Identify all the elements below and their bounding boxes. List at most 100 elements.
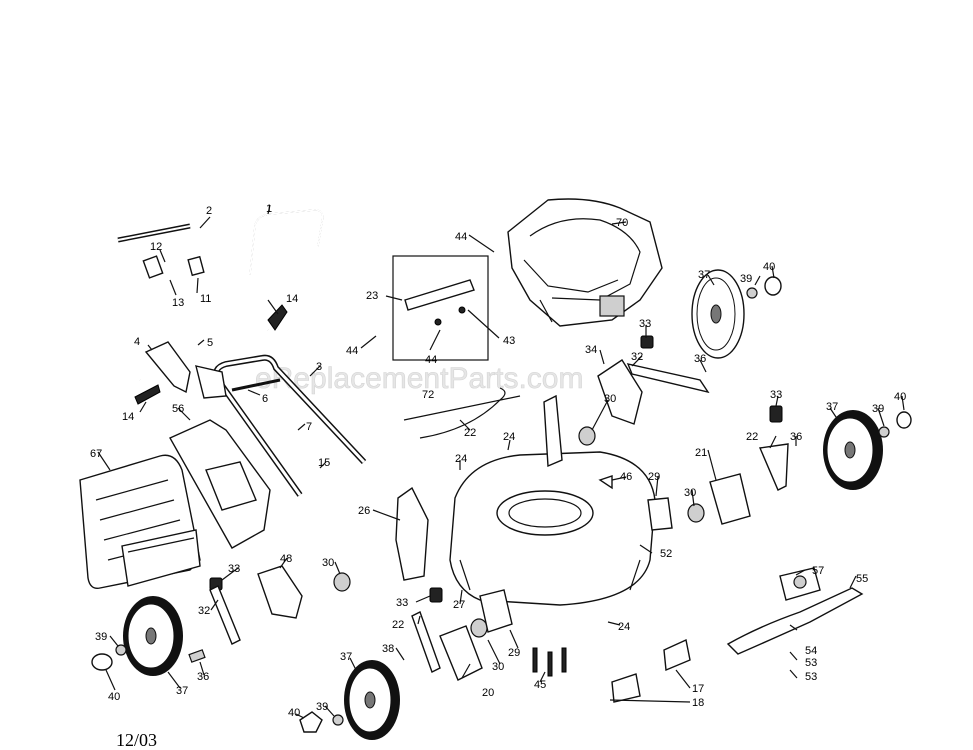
label-39-c: 39: [95, 631, 107, 643]
watermark: eReplacementParts.com: [255, 362, 583, 395]
hubcap: [299, 711, 323, 733]
wheel-front-right: [344, 660, 400, 740]
label-14-top: 14: [286, 293, 298, 305]
label-44-b: 44: [346, 345, 358, 357]
part-labels: 2 1 12 13 11 14 4 5 3 6 14 56 7 67 15 23…: [90, 203, 906, 719]
label-70: 70: [616, 217, 628, 229]
label-22-b: 22: [392, 619, 404, 631]
label-30-c: 30: [322, 557, 334, 569]
height-adjuster-48: [257, 565, 303, 619]
label-39-b: 39: [872, 403, 884, 415]
label-3: 3: [316, 361, 322, 373]
label-14-left: 14: [122, 411, 134, 423]
wheel-rear-right-lower: [823, 410, 883, 490]
label-30-b: 30: [684, 487, 696, 499]
label-17: 17: [692, 683, 704, 695]
label-37-d: 37: [176, 685, 188, 697]
label-24-c: 24: [618, 621, 630, 633]
hubcap: [764, 276, 782, 296]
hubcap: [896, 411, 912, 429]
label-38: 38: [382, 643, 394, 655]
knob-14-left: [134, 384, 161, 405]
label-39-a: 39: [740, 273, 752, 285]
label-52: 52: [660, 548, 672, 560]
label-72: 72: [422, 389, 434, 401]
control-cable: [419, 387, 506, 439]
label-57: 57: [812, 565, 824, 577]
label-15: 15: [318, 457, 330, 469]
date-code: 12/03: [116, 730, 157, 750]
label-40-c: 40: [108, 691, 120, 703]
label-55: 54: [805, 645, 817, 657]
label-54: 53: [805, 657, 817, 669]
label-48: 48: [280, 553, 292, 565]
label-39-d: 39: [316, 701, 328, 713]
label-2: 2: [206, 205, 212, 217]
label-20: 20: [482, 687, 494, 699]
label-40-a: 40: [763, 261, 775, 273]
label-36-c: 36: [197, 671, 209, 683]
control-bail: [249, 209, 324, 276]
knob-14-right: [267, 304, 288, 331]
label-33-b: 33: [770, 389, 782, 401]
label-37-c: 37: [340, 651, 352, 663]
label-6: 6: [262, 393, 268, 405]
label-24-a: 24: [503, 431, 515, 443]
label-33-c: 33: [228, 563, 240, 575]
label-23: 23: [366, 290, 378, 302]
label-45: 45: [534, 679, 546, 691]
label-44-a: 44: [455, 231, 467, 243]
label-43: 44: [425, 354, 437, 366]
label-12: 12: [150, 241, 162, 253]
bolt-set: [532, 647, 567, 677]
label-36-a: 36: [694, 353, 706, 365]
label-37-a: 37: [698, 269, 710, 281]
label-29-b: 29: [508, 647, 520, 659]
handle-bracket: [144, 341, 191, 394]
label-30-d: 30: [492, 661, 504, 673]
label-32-b: 32: [198, 605, 210, 617]
height-adjuster-34: [597, 359, 643, 425]
label-4: 4: [134, 336, 140, 348]
label-24-b: 24: [455, 453, 467, 465]
label-11: 11: [200, 293, 211, 305]
height-adjuster-20: [439, 625, 483, 681]
label-21: 22: [464, 427, 476, 439]
bag-frame: [169, 419, 271, 549]
mower-deck: [449, 451, 656, 606]
label-42: 43: [503, 335, 515, 347]
label-33-a: 33: [639, 318, 651, 330]
label-7: 7: [306, 421, 312, 433]
label-22-a: 22: [746, 431, 758, 443]
label-40-d: 40: [288, 707, 300, 719]
wheel-front-left: [123, 596, 183, 676]
label-30-a: 30: [604, 393, 616, 405]
label-26: 26: [358, 505, 370, 517]
rear-door: [395, 486, 429, 581]
label-36-b: 36: [790, 431, 802, 443]
engine: [507, 198, 663, 327]
wheel-rear-right-upper: [691, 269, 745, 359]
label-34: 34: [585, 344, 597, 356]
label-27: 27: [453, 599, 465, 611]
label-29-a: 29: [648, 471, 660, 483]
label-33-d: 33: [396, 597, 408, 609]
label-32-a: 32: [631, 351, 643, 363]
inset-box: [392, 255, 489, 361]
label-18: 18: [692, 697, 704, 709]
label-56: 55: [856, 573, 868, 585]
label-5: 5: [207, 337, 213, 349]
blade: [726, 587, 864, 655]
upper-handle: [105, 206, 270, 381]
label-37-b: 37: [826, 401, 838, 413]
hubcap: [91, 653, 113, 671]
label-53: 53: [805, 671, 817, 683]
label-40-b: 40: [894, 391, 906, 403]
label-19: 21: [695, 447, 707, 459]
label-67: 67: [90, 448, 102, 460]
label-68: 56: [172, 403, 184, 415]
height-adjuster-19: [709, 473, 751, 525]
label-1: 1: [266, 203, 272, 215]
label-13: 13: [172, 297, 184, 309]
